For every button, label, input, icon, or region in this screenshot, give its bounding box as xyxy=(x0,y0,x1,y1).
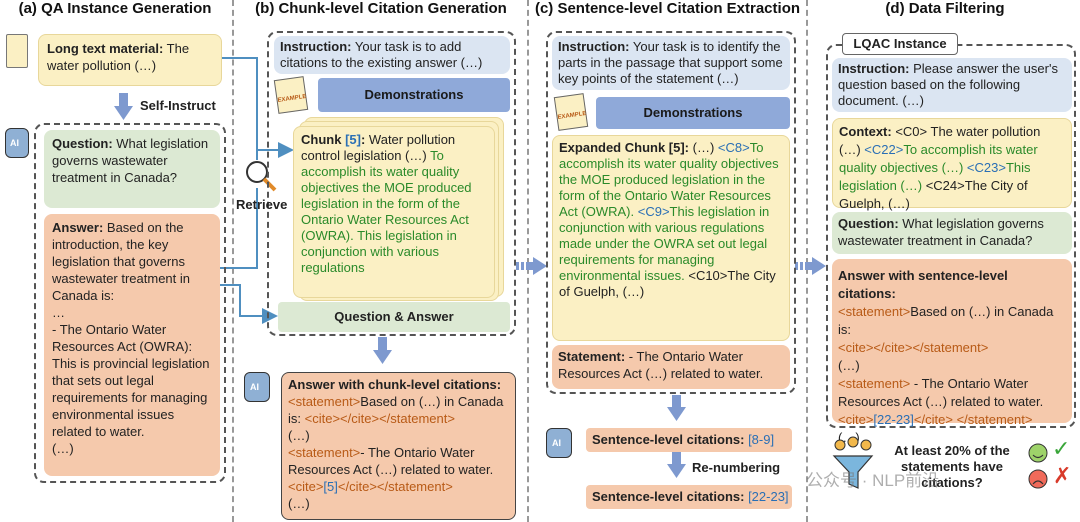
lqac-instance-label: LQAC Instance xyxy=(842,33,958,55)
b-question-answer: Question & Answer xyxy=(278,302,510,332)
d-instruction-box: Instruction: Please answer the user's qu… xyxy=(832,58,1072,112)
c-down-arrow-1 xyxy=(667,395,686,421)
c-demonstrations: Demonstrations xyxy=(596,97,790,129)
retrieve-label: Retrieve xyxy=(236,197,288,212)
document-icon xyxy=(6,34,28,68)
qa-instance-container xyxy=(34,123,226,483)
answer-box: Answer: Based on the introduction, the k… xyxy=(44,214,220,476)
check-icon: ✓ xyxy=(1052,436,1071,461)
b-demonstrations: Demonstrations xyxy=(318,78,510,112)
c-to-d-arrow xyxy=(795,257,826,275)
b-answer-citations-box: Answer with chunk-level citations: <stat… xyxy=(281,372,516,520)
d-question-box: Question: What legislation governs waste… xyxy=(832,212,1072,254)
separator-c-d xyxy=(806,0,808,522)
robot-icon-b: AI xyxy=(244,372,270,402)
renumbering-label: Re-numbering xyxy=(692,460,781,475)
header-b: (b) Chunk-level Citation Generation xyxy=(255,0,507,17)
header-d: (d) Data Filtering xyxy=(885,0,1005,17)
chunk-box: Chunk [5]: Water pollution control legis… xyxy=(293,126,495,298)
d-answer-box: Answer with sentence-level citations: <s… xyxy=(832,259,1072,445)
sentence-citations-renumbered-box: Sentence-level citations: [22-23] xyxy=(586,485,792,509)
separator-a-b xyxy=(232,0,234,522)
question-box: Question: What legislation governs waste… xyxy=(44,130,220,208)
header-c: (c) Sentence-level Citation Extraction xyxy=(534,0,801,17)
robot-icon: AI xyxy=(5,128,29,158)
example-icon: EXAMPLE xyxy=(273,76,309,114)
filter-question: At least 20% of the statements have cita… xyxy=(894,443,1010,490)
header-a: (a) QA Instance Generation xyxy=(18,0,212,17)
watermark: 公众号 · NLP前沿 xyxy=(806,471,940,490)
robot-icon-c: AI xyxy=(546,428,572,458)
expanded-chunk-box: Expanded Chunk [5]: (…) <C8>To accomplis… xyxy=(552,135,790,341)
answer-to-retrieve-line xyxy=(218,188,258,269)
self-instruct-label: Self-Instruct xyxy=(140,98,216,113)
sentence-citations-box: Sentence-level citations: [8-9] xyxy=(586,428,792,452)
b-to-c-arrow xyxy=(516,257,547,275)
answer-to-qa-arrow xyxy=(218,284,278,324)
statement-box: Statement: - The Ontario Water Resources… xyxy=(552,345,790,389)
c-instruction-box: Instruction: Your task is to identify th… xyxy=(552,36,790,90)
material-to-retrieve-line xyxy=(220,57,258,160)
c-down-arrow-2 xyxy=(667,452,686,478)
separator-b-c xyxy=(527,0,529,522)
example-icon-c: EXAMPLE xyxy=(553,93,589,131)
sentence-ext-container xyxy=(546,31,796,394)
cross-icon: ✗ xyxy=(1053,463,1072,488)
chunk-gen-container xyxy=(267,31,516,336)
self-instruct-arrow xyxy=(114,93,133,120)
material-box: Long text material: The water pollution … xyxy=(38,34,222,86)
b-instruction-box: Instruction: Your task is to add citatio… xyxy=(274,36,510,74)
b-down-arrow xyxy=(373,337,392,364)
d-context-box: Context: <C0> The water pollution (…) <C… xyxy=(832,118,1072,211)
